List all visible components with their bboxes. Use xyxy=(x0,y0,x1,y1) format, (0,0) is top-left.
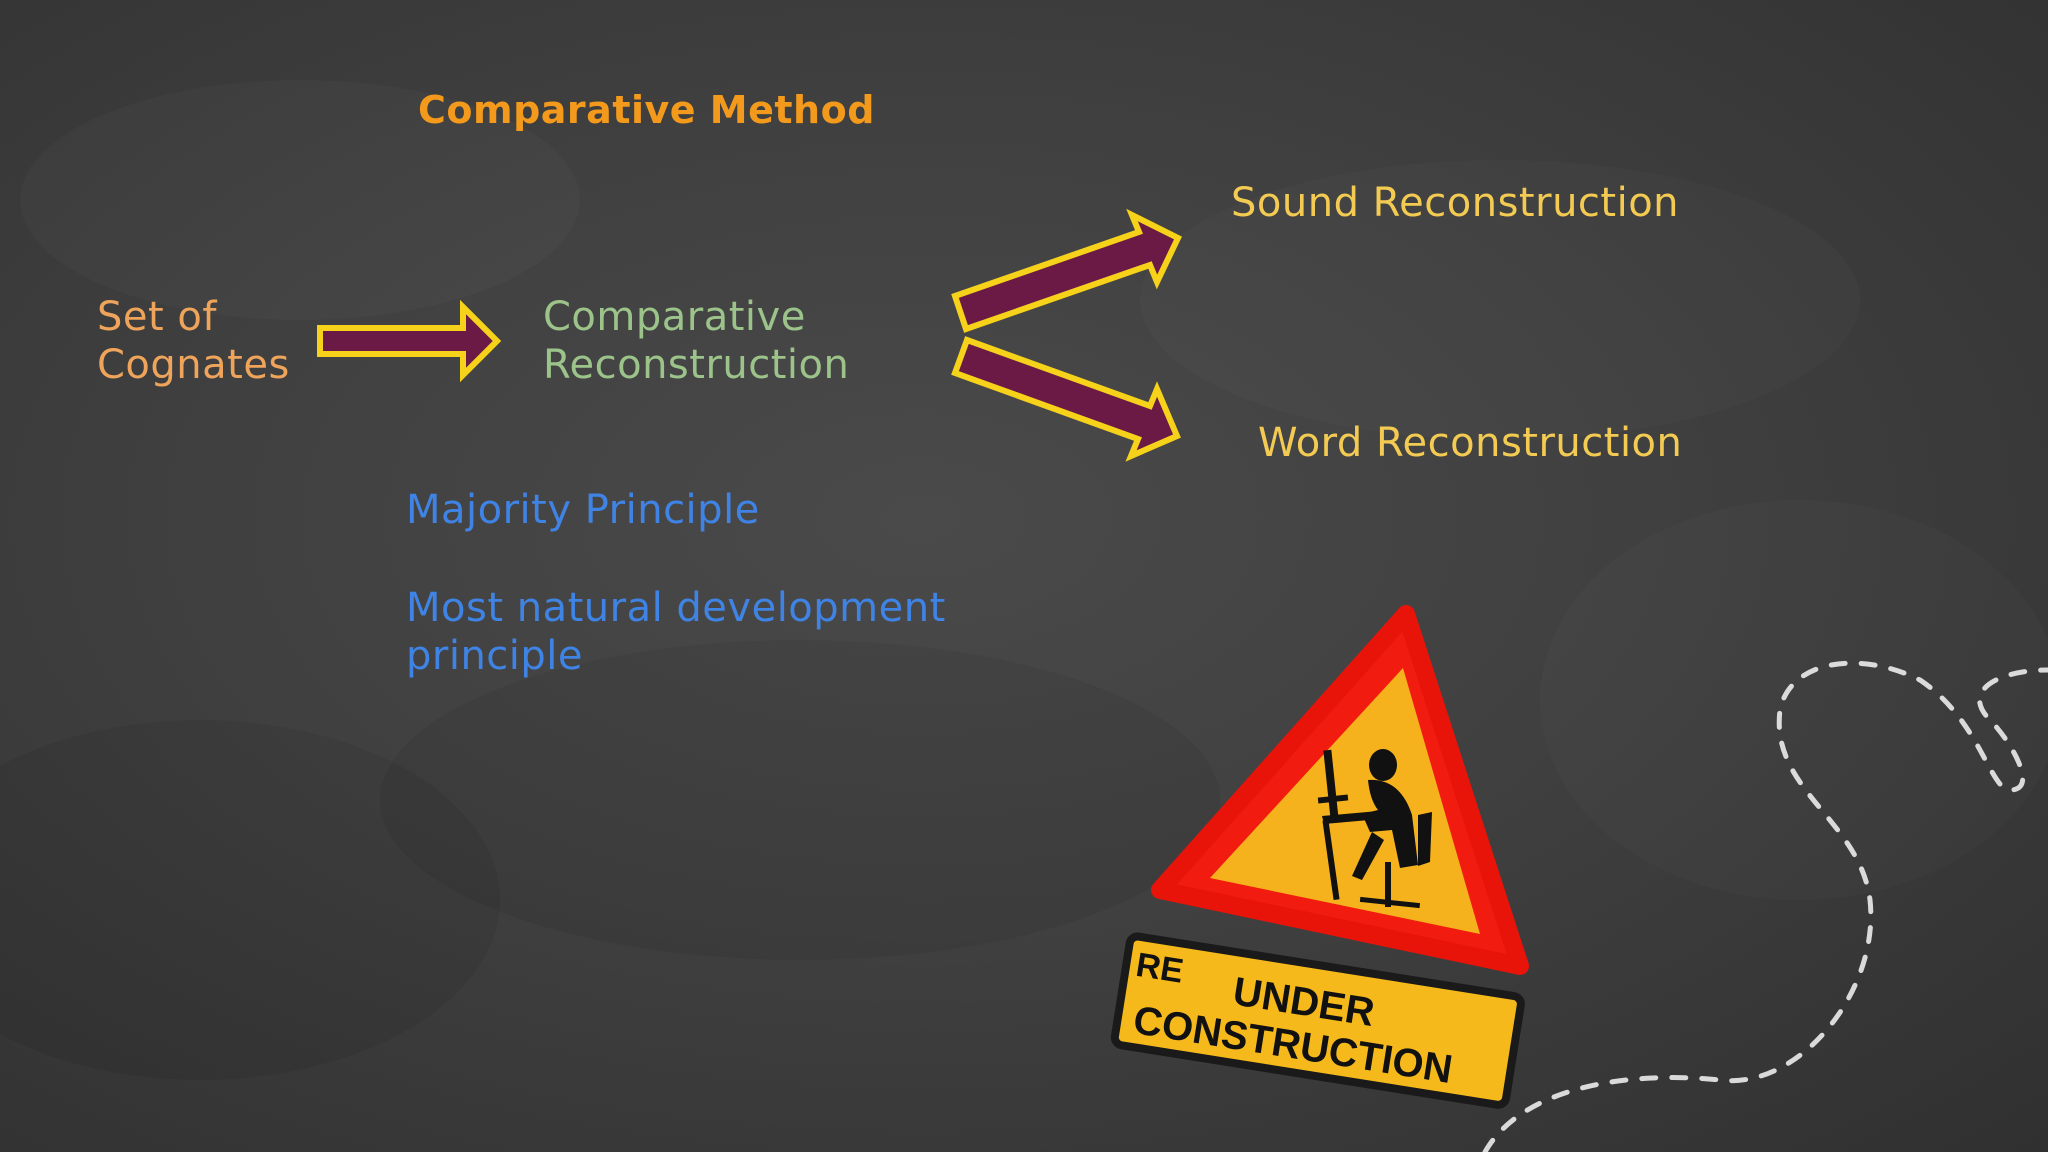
worker-silhouette xyxy=(1317,749,1432,909)
principle-majority: Majority Principle xyxy=(406,487,760,533)
slide-title: Comparative Method xyxy=(418,88,875,132)
node-comparative-reconstruction: Comparative Reconstruction xyxy=(543,294,850,388)
node-sound-reconstruction: Sound Reconstruction xyxy=(1231,180,1680,226)
under-construction-sign-icon: RE UNDER CONSTRUCTION xyxy=(1110,605,1529,1109)
principle-natural-development: Most natural development principle xyxy=(406,585,946,679)
node-word-reconstruction: Word Reconstruction xyxy=(1258,420,1683,466)
node-set-of-cognates: Set of Cognates xyxy=(97,294,290,388)
sign-prefix: RE xyxy=(1133,946,1186,991)
